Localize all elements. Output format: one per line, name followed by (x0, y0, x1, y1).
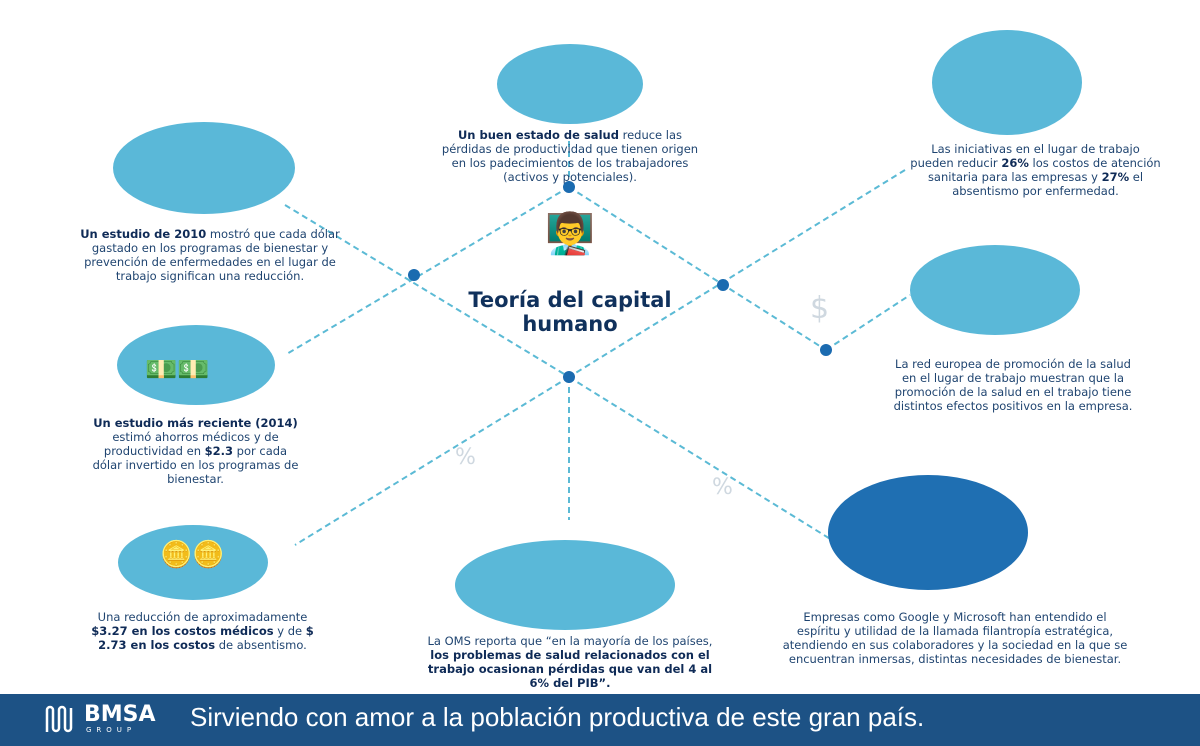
text-block-initiatives: Las iniciativas en el lugar de trabajo p… (908, 142, 1163, 198)
bmsa-logo: BMSA GROUP (44, 704, 156, 734)
bold-text: $ 2.73 en los costos (98, 624, 314, 652)
bold-text: Un estudio de 2010 (80, 227, 207, 241)
bold-text: 26% (1001, 156, 1029, 170)
slogan: Sirviendo con amor a la población produc… (190, 702, 925, 732)
text-block-european-network: La red europea de promoción de la salud … (893, 357, 1133, 413)
body-text: los costos de atención sanitaria para la… (927, 156, 1161, 184)
illustration-coins (118, 525, 268, 600)
illustration-stressed-worker (455, 540, 675, 630)
text-block-companies: Empresas como Google y Microsoft han ent… (782, 610, 1128, 666)
connector-lines (284, 140, 911, 546)
illustration-desk-worker (497, 44, 643, 124)
bold-text: 27% (1101, 170, 1130, 184)
illustration-tech-company (828, 475, 1028, 590)
body-text: y de (273, 624, 306, 638)
professor-icon: 👨‍🏫 (545, 211, 595, 257)
text-block-2014: Un estudio más reciente (2014) estimó ah… (88, 416, 303, 486)
text-block-health: Un buen estado de salud reduce las pérdi… (435, 128, 705, 184)
brand-group: GROUP (86, 726, 137, 734)
body-text: estimó ahorros médicos y de productivida… (103, 430, 279, 458)
percent-decor: % (712, 475, 733, 500)
illustration-burning-money (113, 122, 295, 214)
body-text: reduce las pérdidas de productividad que… (441, 128, 699, 184)
text-block-2010: Un estudio de 2010 mostró que cada dólar… (70, 227, 350, 283)
percent-decor: % (455, 445, 476, 470)
bold-text: $3.27 en los costos médicos (91, 624, 274, 638)
bold-text: los problemas de salud relacionados con … (427, 648, 713, 690)
body-text: el absentismo por enfermedad. (952, 170, 1144, 198)
money-icon: 💵💵 (145, 355, 210, 385)
center-title: Teoría del capital humano (468, 288, 672, 336)
body-text: Las iniciativas en el lugar de trabajo p… (910, 142, 1140, 170)
body-text: La OMS reporta que “en la mayoría de los… (427, 634, 713, 648)
bold-text: Un estudio más reciente (2014) (93, 416, 298, 430)
body-text: Una reducción de aproximadamente (97, 610, 308, 624)
coins-icon: 🪙🪙 (160, 540, 225, 570)
logo-icon (45, 705, 73, 733)
text-block-reduction: Una reducción de aproximadamente $3.27 e… (80, 610, 325, 652)
body-text: de absentismo. (215, 638, 307, 652)
illustration-cash (117, 325, 275, 405)
bold-text: Un buen estado de salud (457, 128, 619, 142)
dollar-decor: $ (810, 291, 830, 326)
bold-text: $2.3 (204, 444, 234, 458)
illustration-office-chat (932, 30, 1082, 135)
illustration-whiteboard (910, 245, 1080, 335)
body-text: por cada dólar invertido en los programa… (92, 444, 299, 486)
text-block-oms: La OMS reporta que “en la mayoría de los… (425, 634, 715, 690)
footer-banner: BMSA GROUP Sirviendo con amor a la pobla… (0, 694, 1200, 746)
body-text: mostró que cada dólar gastado en los pro… (84, 227, 340, 283)
brand-name: BMSA (84, 702, 156, 727)
